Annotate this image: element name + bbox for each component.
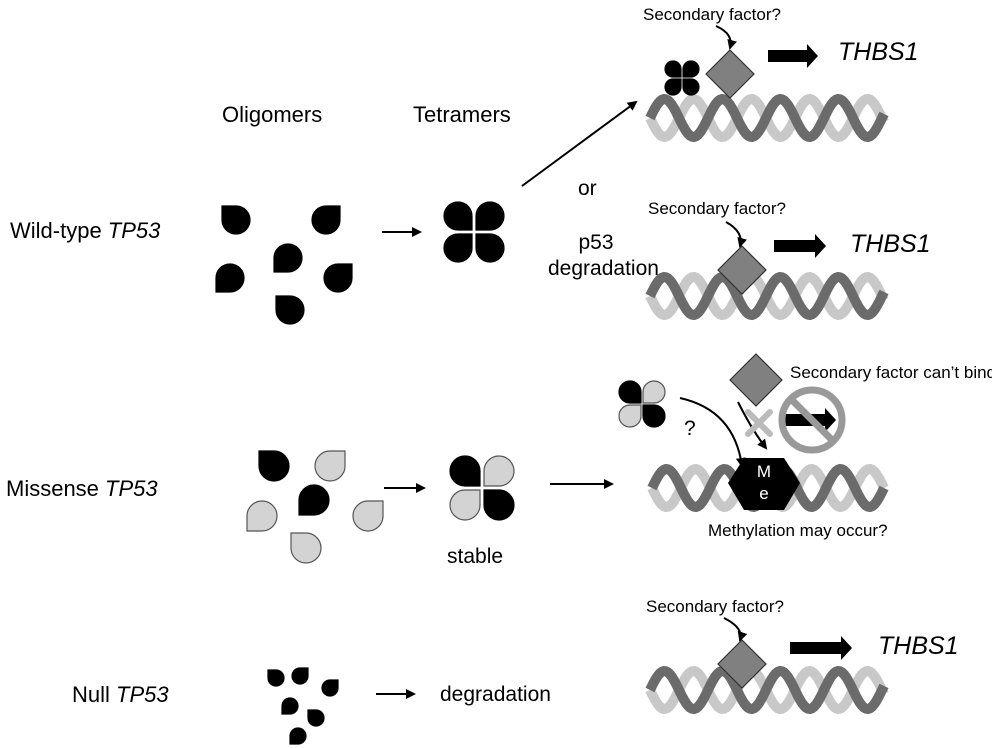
wt-oligomer-5 [323, 263, 353, 293]
p53-degradation-label: degradation [548, 257, 659, 280]
or-label: or [578, 177, 597, 200]
p53-label: p53 [578, 231, 614, 254]
null-degradation-label: degradation [440, 683, 551, 706]
secondary-factor-diamond-4 [717, 639, 767, 689]
wt-oligomer-2 [311, 205, 341, 235]
dna-helix-1-strand-front [645, 93, 889, 143]
mis-small-tetramer-br [642, 404, 666, 428]
wt-tetramer-bl [443, 233, 473, 263]
cant-bind-label: Secondary factor can’t bind? [790, 363, 992, 382]
thbs1-label-1: THBS1 [838, 38, 919, 66]
mis-small-tetramer-bl [618, 404, 642, 428]
prohibition-slash [788, 396, 836, 444]
transcription-arrow-2 [774, 234, 826, 258]
secondary-factor-arrow-2 [725, 221, 748, 248]
wt-bound-tetramer-bl [664, 78, 682, 96]
dna-helix-4-strand-front [645, 665, 889, 715]
wt-oligomer-3 [273, 243, 303, 273]
secondary-factor-arrow-1 [715, 25, 738, 50]
null-label: Null TP53 [72, 684, 169, 706]
null-fragment-1 [267, 669, 285, 687]
secondary-factor-diamond-2 [717, 245, 767, 295]
null-gene: TP53 [116, 682, 169, 707]
wt-arrow-to-binding [521, 100, 638, 187]
wt-tetramer-tl [443, 201, 473, 231]
mis-tetramer-bl [449, 489, 481, 521]
null-fragment-6 [289, 727, 307, 745]
blocked-x-mark [745, 409, 773, 437]
mis-oligomer-3 [246, 500, 278, 532]
null-fragment-5 [307, 709, 325, 727]
mis-tetramer-to-dna-arrow [679, 397, 746, 468]
mis-oligomer-1 [258, 450, 290, 482]
secondary-factor-label-3: Secondary factor? [646, 597, 784, 616]
thbs1-label-3: THBS1 [878, 632, 959, 660]
prohibition-circle [778, 386, 846, 454]
mis-tetramer-br [483, 489, 515, 521]
mis-tetramer-tl [449, 455, 481, 487]
question-mark-label: ? [684, 417, 696, 440]
methylation-label: Methylation may occur? [708, 521, 888, 540]
wt-bound-tetramer-tl [664, 60, 682, 78]
methyl-mark-top: M [756, 462, 772, 481]
wild-type-label: Wild-type TP53 [10, 220, 160, 242]
wt-oligomer-1 [221, 205, 251, 235]
mis-small-tetramer-tr [642, 380, 666, 404]
missense-gene: TP53 [105, 476, 158, 501]
secondary-factor-label-1: Secondary factor? [643, 5, 781, 24]
wt-tetramer-tr [475, 201, 505, 231]
transcription-arrow-3 [790, 636, 852, 660]
tetramers-header: Tetramers [413, 102, 511, 127]
wt-oligomer-4 [215, 263, 245, 293]
wt-bound-tetramer-br [682, 78, 700, 96]
null-fragment-2 [291, 667, 309, 685]
null-fragment-4 [281, 697, 299, 715]
mis-oligomer-5 [352, 500, 384, 532]
thbs1-label-2: THBS1 [850, 230, 931, 258]
oligomers-header: Oligomers [222, 102, 323, 127]
wt-bound-tetramer-tr [682, 60, 700, 78]
methyl-mark-bottom: e [759, 484, 769, 503]
wild-type-gene: TP53 [107, 218, 161, 243]
null-prefix: Null [72, 682, 117, 707]
wt-tetramer-br [475, 233, 505, 263]
stable-label: stable [447, 545, 504, 568]
wt-oligomer-6 [275, 295, 305, 325]
transcription-arrow-1 [768, 44, 818, 68]
missense-label: Missense TP53 [6, 478, 158, 500]
missense-prefix: Missense [6, 476, 106, 501]
secondary-factor-arrow-4 [723, 617, 748, 642]
wild-type-prefix: Wild-type [10, 218, 108, 243]
mis-oligomer-6 [290, 532, 322, 564]
mis-small-tetramer-tl [618, 380, 642, 404]
secondary-factor-diamond-3 [729, 353, 783, 407]
mis-tetramer-tr [483, 455, 515, 487]
mis-oligomer-2 [314, 450, 346, 482]
secondary-factor-diamond-1 [705, 49, 755, 99]
methylation-hexagon [728, 458, 800, 510]
mis-oligomer-4 [298, 484, 330, 516]
dna-helix-2-strand-front [645, 271, 889, 321]
null-fragment-3 [321, 679, 339, 697]
secondary-factor-label-2: Secondary factor? [648, 199, 786, 218]
